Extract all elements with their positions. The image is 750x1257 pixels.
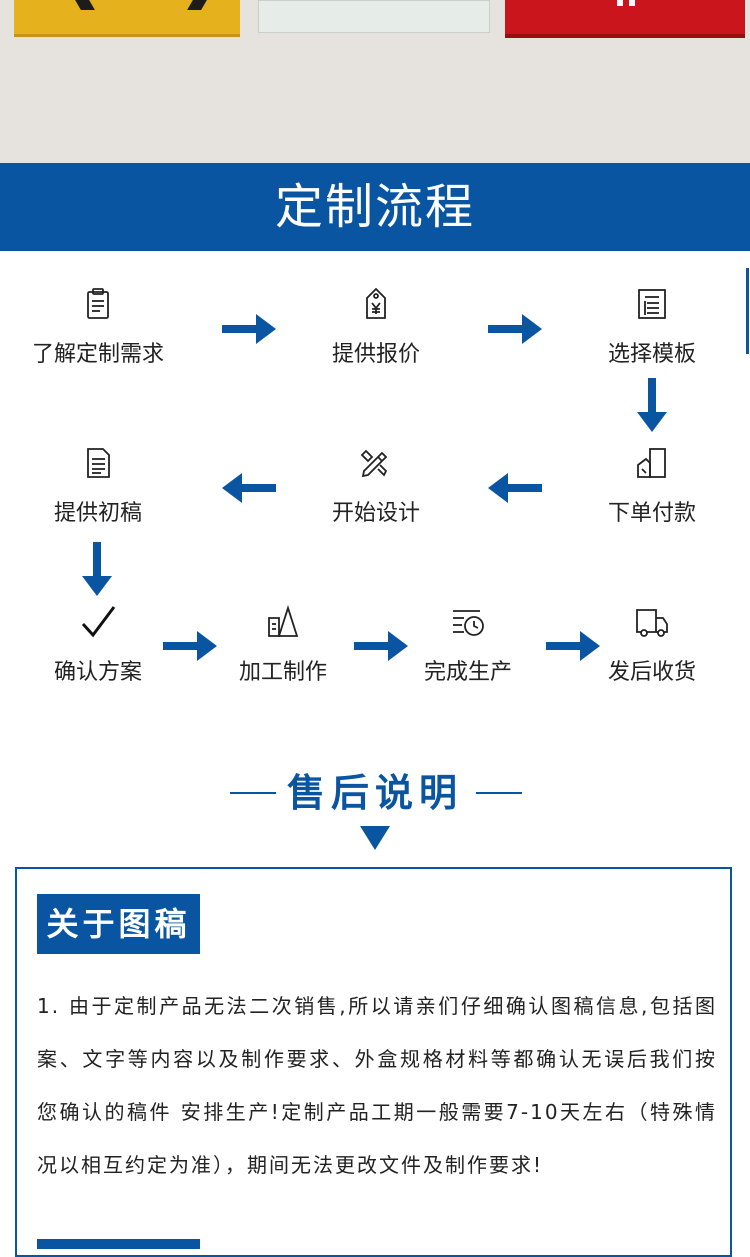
arrow-down-icon bbox=[82, 542, 112, 596]
step-provide-quote: 提供报价 bbox=[286, 286, 466, 368]
red-box-product bbox=[505, 0, 745, 38]
arrow-down-icon bbox=[637, 378, 667, 432]
heading-rule-left bbox=[230, 792, 276, 794]
artwork-tag: 关于图稿 bbox=[37, 894, 200, 954]
arrow-left-icon bbox=[488, 473, 542, 503]
delivery-truck-icon bbox=[636, 609, 668, 637]
white-box-product bbox=[258, 0, 490, 33]
step-start-design: 开始设计 bbox=[286, 445, 466, 527]
step-choose-template: 选择模板 bbox=[562, 286, 742, 368]
triangle-down-icon bbox=[360, 826, 390, 850]
arrow-right-icon bbox=[354, 631, 408, 661]
step-confirm-plan: 确认方案 bbox=[8, 604, 188, 686]
arrow-right-icon bbox=[163, 631, 217, 661]
clock-list-icon bbox=[453, 610, 484, 636]
design-tools-icon bbox=[360, 449, 388, 478]
next-tag-edge bbox=[37, 1239, 200, 1249]
banner-title: 定制流程 bbox=[274, 179, 475, 235]
artwork-notice-text: 1. 由于定制产品无法二次销售,所以请亲们仔细确认图稿信息,包括图案、文字等内容… bbox=[37, 994, 717, 1177]
step-processing: 加工制作 bbox=[193, 604, 373, 686]
after-sales-heading: 售后说明 bbox=[0, 768, 750, 818]
arrow-right-icon bbox=[488, 314, 542, 344]
side-accent-line bbox=[746, 268, 749, 354]
price-tag-icon bbox=[366, 287, 386, 319]
process-banner: 定制流程 bbox=[0, 163, 750, 251]
heading-rule-right bbox=[476, 792, 522, 794]
step-ship-receive: 发后收货 bbox=[562, 604, 742, 686]
step-production-complete: 完成生产 bbox=[378, 604, 558, 686]
checkmark-icon bbox=[81, 606, 116, 638]
clipboard-icon bbox=[87, 288, 109, 319]
step-order-payment: 下单付款 bbox=[562, 445, 742, 527]
arrow-left-icon bbox=[222, 473, 276, 503]
arrow-right-icon bbox=[222, 314, 276, 344]
product-photo-strip bbox=[0, 0, 750, 163]
payment-icon bbox=[637, 448, 666, 478]
step-first-draft: 提供初稿 bbox=[8, 445, 188, 527]
crafting-icon bbox=[268, 605, 299, 637]
template-icon bbox=[638, 289, 666, 319]
after-sales-title: 售后说明 bbox=[286, 771, 463, 815]
arrow-right-icon bbox=[546, 631, 600, 661]
step-understand-needs: 了解定制需求 bbox=[8, 286, 188, 368]
yellow-box-product bbox=[14, 0, 240, 37]
document-icon bbox=[87, 448, 110, 478]
artwork-info-box: 关于图稿 1. 由于定制产品无法二次销售,所以请亲们仔细确认图稿信息,包括图案、… bbox=[15, 867, 732, 1257]
